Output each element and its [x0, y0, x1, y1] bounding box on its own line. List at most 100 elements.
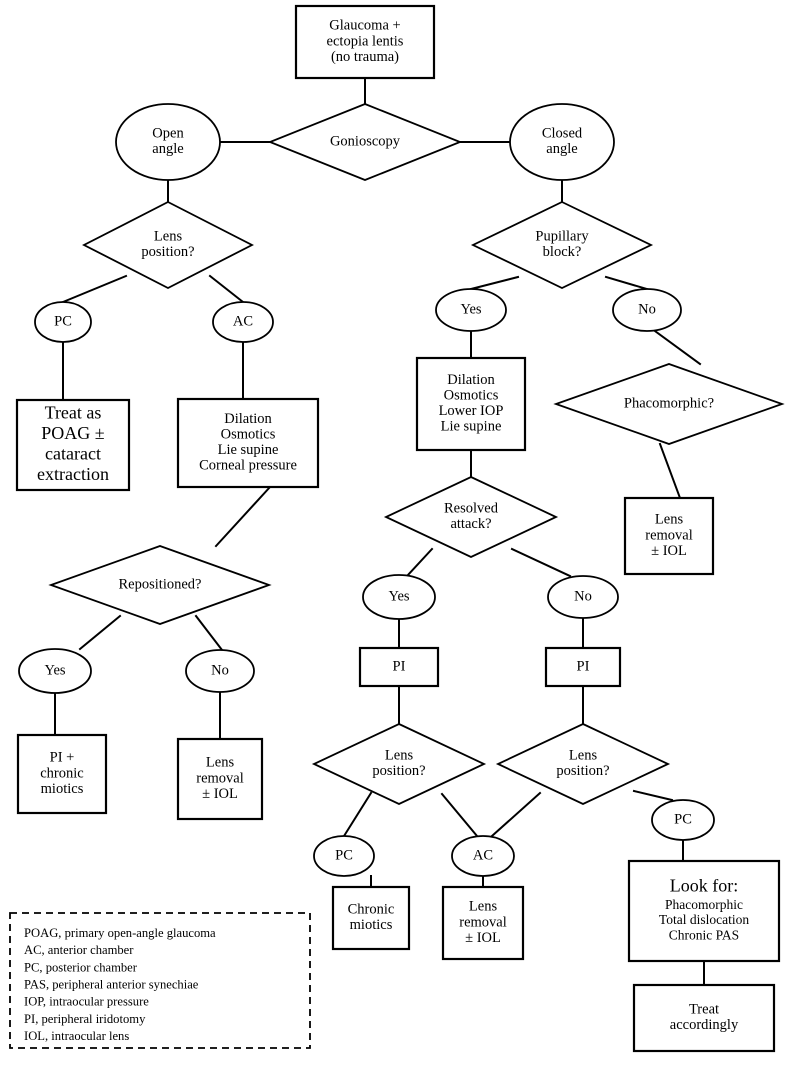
node-label: ± IOL — [202, 786, 238, 802]
node-label: position? — [556, 763, 609, 779]
node-ac-center[interactable]: AC — [451, 835, 515, 877]
legend-entry: PAS, peripheral anterior synechiae — [24, 977, 199, 991]
node-label: position? — [372, 763, 425, 779]
node-label: POAG ± — [41, 423, 105, 443]
node-label: Lie supine — [218, 442, 279, 458]
node-label: extraction — [37, 464, 109, 484]
node-shape-ellipse — [313, 835, 375, 877]
node-pc-left[interactable]: PC — [34, 301, 92, 343]
legend-entry: IOL, intraocular lens — [24, 1029, 129, 1043]
node-label: Dilation — [447, 372, 495, 388]
node-label: PI + — [50, 750, 75, 766]
node-shape-box — [294, 4, 436, 80]
node-label: Corneal pressure — [199, 458, 297, 474]
node-shape-diamond — [82, 200, 254, 290]
node-label: PI — [393, 658, 406, 674]
node-shape-ellipse — [451, 835, 515, 877]
node-label: Lens — [385, 748, 414, 764]
node-label: Treat — [689, 1002, 719, 1018]
node-label: Yes — [460, 301, 481, 317]
node-label: Chronic PAS — [669, 927, 739, 942]
node-shape-box — [331, 885, 411, 951]
node-shape-box — [627, 859, 781, 963]
edge-lens-pos-left-to-ac-left — [208, 274, 245, 304]
node-ra-yes[interactable]: Yes — [362, 574, 436, 620]
node-shape-box — [623, 496, 715, 576]
node-label: Pupillary — [535, 229, 589, 245]
node-label: angle — [152, 141, 183, 157]
node-label: No — [638, 301, 656, 317]
node-shape-box — [176, 397, 320, 489]
node-shape-box — [632, 983, 776, 1053]
edge-lens-pos-c1-to-ac-center — [440, 792, 479, 838]
node-shape-box — [15, 398, 131, 492]
node-pc-center[interactable]: PC — [313, 835, 375, 877]
node-ra-no[interactable]: No — [547, 575, 619, 619]
node-pb-yes[interactable]: Yes — [435, 288, 507, 332]
node-shape-ellipse — [115, 103, 221, 181]
node-label: Osmotics — [444, 388, 499, 404]
node-label: Closed — [542, 126, 583, 142]
node-pi-right[interactable]: PI — [544, 646, 622, 688]
node-pi-left[interactable]: PI — [358, 646, 440, 688]
node-label: angle — [546, 141, 577, 157]
node-label: ± IOL — [465, 930, 501, 946]
node-label: Dilation — [224, 411, 272, 427]
node-shape-diamond — [267, 103, 463, 181]
edge-lens-pos-c1-to-pc-center — [342, 791, 373, 838]
node-pc-right[interactable]: PC — [651, 799, 715, 841]
legend-entry: PI, peripheral iridotomy — [24, 1012, 146, 1026]
node-shape-box — [544, 646, 622, 688]
edge-resolved-attack-to-ra-no — [510, 547, 572, 578]
node-rep-no[interactable]: No — [185, 649, 255, 693]
node-shape-ellipse — [547, 575, 619, 619]
node-shape-diamond — [470, 201, 654, 289]
node-label: Repositioned? — [119, 576, 202, 592]
node-phacomorphic[interactable]: Phacomorphic? — [553, 363, 785, 445]
node-label: (no trauma) — [331, 49, 399, 65]
node-shape-diamond — [553, 363, 785, 445]
node-repositioned[interactable]: Repositioned? — [48, 545, 272, 625]
node-label: chronic — [40, 765, 83, 781]
node-label: No — [574, 588, 592, 604]
node-label: No — [211, 662, 229, 678]
edge-dilation-left-to-repositioned — [214, 485, 272, 548]
node-shape-ellipse — [34, 301, 92, 343]
node-label: removal — [196, 770, 244, 786]
node-rep-yes[interactable]: Yes — [18, 648, 92, 694]
edge-pupillary-block-to-pb-no — [604, 275, 649, 291]
node-ac-left[interactable]: AC — [212, 301, 274, 343]
node-root[interactable]: Glaucoma +ectopia lentis(no trauma) — [294, 4, 436, 80]
edge-repositioned-to-rep-yes — [78, 614, 122, 651]
legend-entry: POAG, primary open-angle glaucoma — [24, 926, 216, 940]
edge-pupillary-block-to-pb-yes — [469, 275, 520, 291]
node-label: AC — [473, 847, 493, 863]
node-label: accordingly — [670, 1017, 739, 1033]
node-label: miotics — [41, 781, 84, 797]
legend-border — [9, 912, 311, 1049]
node-gonioscopy[interactable]: Gonioscopy — [267, 103, 463, 181]
node-label: cataract — [45, 443, 101, 463]
node-label: miotics — [350, 917, 393, 933]
node-pb-no[interactable]: No — [612, 288, 682, 332]
node-shape-ellipse — [18, 648, 92, 694]
node-shape-box — [176, 737, 264, 821]
